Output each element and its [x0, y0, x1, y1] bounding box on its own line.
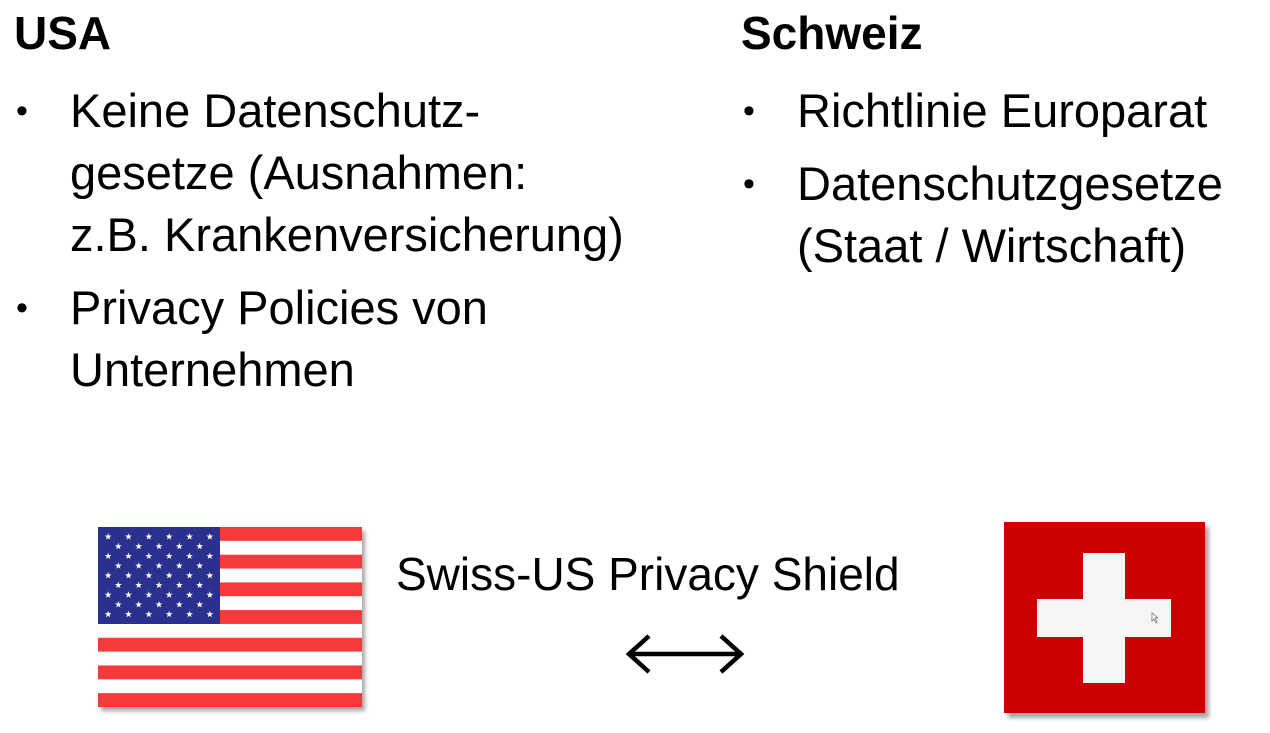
usa-bullet-list: • Keine Datenschutz- gesetze (Ausnahmen:…	[14, 80, 714, 401]
bullet-text-line: Keine Datenschutz-	[70, 84, 481, 137]
schweiz-bullet-list: • Richtlinie Europarat • Datenschutzgese…	[741, 80, 1270, 277]
list-item: • Richtlinie Europarat	[741, 80, 1267, 142]
swiss-flag-icon	[1004, 522, 1205, 713]
bullet-marker: •	[743, 165, 755, 203]
list-item: • Keine Datenschutz- gesetze (Ausnahmen:…	[14, 80, 710, 266]
bullet-marker: •	[16, 289, 28, 327]
list-item: • Datenschutzgesetze (Staat / Wirtschaft…	[741, 153, 1267, 277]
bullet-text-line: z.B. Krankenversicherung)	[70, 208, 624, 261]
bullet-marker: •	[743, 92, 755, 130]
bullet-text-line: gesetze (Ausnahmen:	[70, 146, 528, 199]
bullet-text-line: Datenschutzgesetze	[797, 157, 1223, 210]
bullet-text-line: (Staat / Wirtschaft)	[797, 219, 1187, 272]
bullet-text-line: Privacy Policies von	[70, 281, 488, 334]
usa-column: USA • Keine Datenschutz- gesetze (Ausnah…	[14, 0, 714, 412]
list-item: • Privacy Policies von Unternehmen	[14, 277, 710, 401]
bullet-text-line: Unternehmen	[70, 343, 355, 396]
schweiz-column: Schweiz • Richtlinie Europarat • Datensc…	[741, 0, 1270, 288]
privacy-shield-label: Swiss-US Privacy Shield	[396, 548, 900, 600]
bullet-marker: •	[16, 92, 28, 130]
double-arrow-icon	[625, 634, 745, 674]
schweiz-heading: Schweiz	[741, 7, 923, 59]
usa-heading: USA	[14, 7, 112, 59]
us-flag-icon	[98, 527, 362, 707]
bullet-text-line: Richtlinie Europarat	[797, 84, 1208, 137]
